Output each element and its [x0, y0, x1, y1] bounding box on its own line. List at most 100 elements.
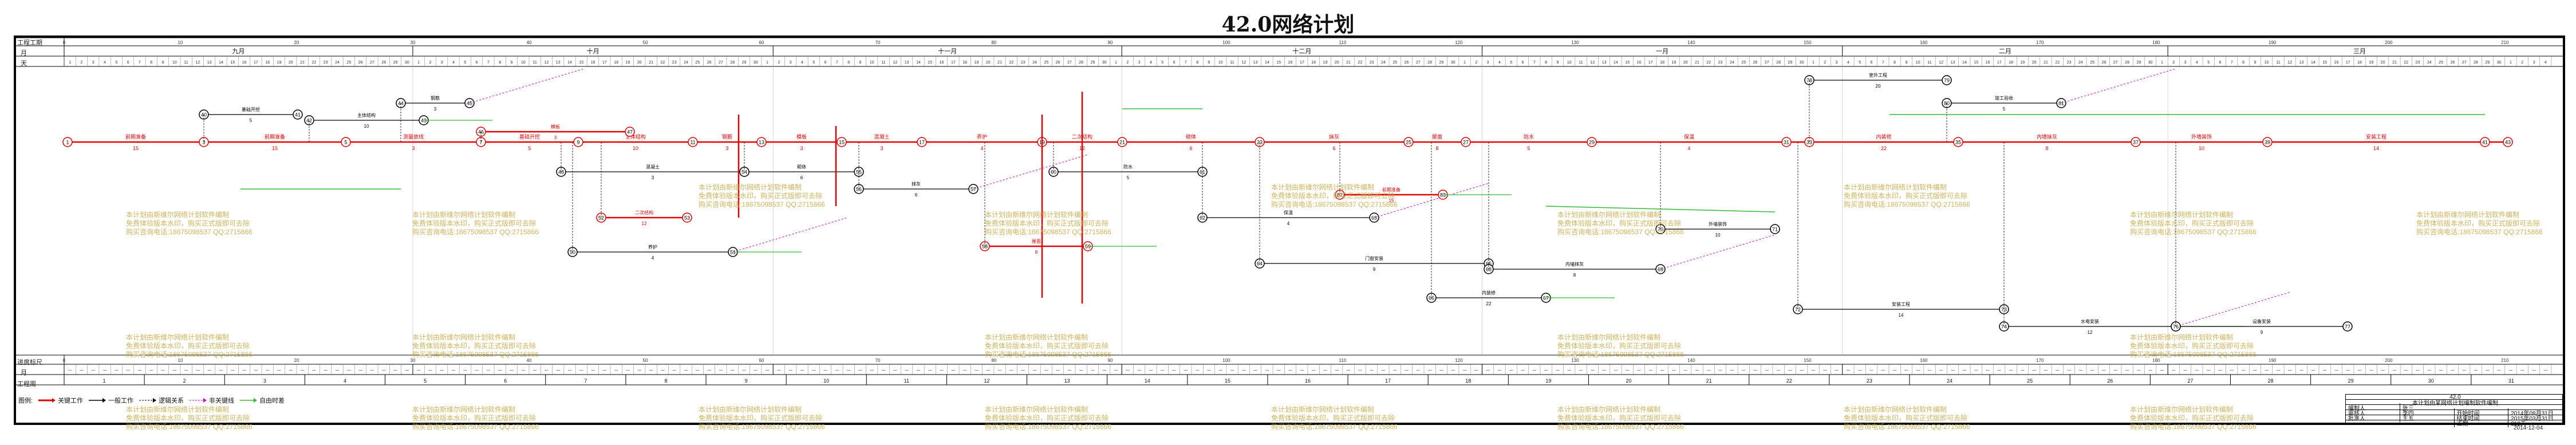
activity-label: 混凝土: [874, 133, 889, 140]
day-label: 一: [1835, 369, 1839, 373]
day-label: 6: [825, 61, 827, 65]
day-label: 一: [115, 369, 119, 373]
node-number: 33: [1806, 140, 1812, 145]
duration-tick: 120: [1455, 40, 1463, 45]
activity-label: 基础开挖: [519, 133, 540, 140]
day-label: 一: [336, 369, 340, 373]
day-label: 一: [417, 369, 421, 373]
day-label: 一: [1161, 369, 1165, 373]
day-label: 一: [1881, 369, 1885, 373]
header-duration-label: 工程工期: [17, 40, 42, 46]
node-number: 60: [1051, 170, 1056, 175]
node-number: 45: [467, 101, 472, 107]
watermark-line: 本计划由斯维尔网络计划软件编制: [985, 405, 1088, 414]
day-label: 一: [510, 369, 514, 373]
day-label: 2: [2521, 61, 2523, 65]
event-node: [1461, 137, 1471, 147]
activity-duration: 8: [1035, 250, 1038, 255]
day-label: 一: [68, 369, 72, 373]
event-node: [2503, 137, 2513, 147]
day-label: 5: [464, 61, 466, 65]
day-label: 一: [2160, 369, 2164, 373]
day-label: 一: [637, 369, 641, 373]
day-label: 14: [1614, 61, 1618, 65]
day-label: 一: [2172, 369, 2176, 373]
day-label: 1: [1812, 61, 1814, 65]
activity-duration: 8: [1573, 273, 1576, 278]
day-label: 21: [300, 61, 305, 65]
activity-duration: 6: [915, 192, 918, 198]
title-block-code: 42.0: [2449, 393, 2461, 400]
day-label: 9: [859, 61, 862, 65]
day-label: 一: [242, 369, 246, 373]
day-label: 一: [324, 369, 328, 373]
watermark-line: 购买咨询电话:18675098537 QQ:2715866: [985, 351, 1111, 359]
day-label: 21: [2392, 61, 2397, 65]
node-number: 7: [479, 140, 482, 145]
page-title: 42.0网络计划: [1221, 13, 1355, 37]
activity-label: 二次结构: [635, 210, 653, 215]
day-label: 一: [963, 369, 967, 373]
day-label: 30: [1800, 61, 1804, 65]
day-label: 一: [1439, 369, 1443, 373]
day-label: 25: [1741, 61, 1746, 65]
day-label: 3: [2533, 61, 2535, 65]
duration-tick: 0: [63, 358, 66, 363]
day-label: 一: [1277, 369, 1281, 373]
day-label: 一: [1497, 369, 1501, 373]
watermark-line: 本计划由斯维尔网络计划软件编制: [412, 211, 516, 219]
day-label: 1: [2510, 61, 2512, 65]
day-label: 一: [1474, 369, 1478, 373]
day-label: 一: [1370, 369, 1374, 373]
day-label: 29: [2485, 61, 2490, 65]
day-label: 一: [1521, 369, 1525, 373]
node-number: 74: [2001, 324, 2007, 330]
day-label: 19: [1672, 61, 1676, 65]
duration-tick: 60: [759, 40, 764, 45]
day-label: 一: [405, 369, 409, 373]
day-label: 7: [2231, 61, 2233, 65]
node-number: 15: [839, 140, 845, 145]
day-label: 一: [2334, 369, 2338, 373]
day-label: 10: [2265, 61, 2269, 65]
day-label: 一: [533, 369, 537, 373]
day-label: 28: [2125, 61, 2129, 65]
day-label: 一: [1812, 369, 1816, 373]
week-label: 24: [1947, 378, 1952, 384]
day-label: 一: [579, 369, 583, 373]
day-label: 一: [2288, 369, 2292, 373]
day-label: 一: [1300, 369, 1304, 373]
activity-duration: 22: [1881, 145, 1887, 151]
week-label: 1: [103, 378, 106, 384]
day-label: 16: [591, 61, 595, 65]
day-label: 一: [1626, 369, 1630, 373]
activity-label: 设备安装: [2252, 318, 2271, 324]
day-label: 一: [1102, 369, 1106, 373]
day-label: 一: [940, 369, 944, 373]
day-label: 一: [463, 369, 467, 373]
day-label: 8: [1545, 61, 1547, 65]
event-node: [1781, 137, 1792, 147]
day-label: 11: [532, 61, 536, 65]
day-label: 一: [2125, 369, 2129, 373]
node-number: 41: [295, 112, 301, 118]
activity-duration: 5: [1527, 145, 1530, 151]
day-label: 一: [858, 369, 862, 373]
day-label: 一: [231, 369, 235, 373]
day-label: 3: [1487, 61, 1489, 65]
event-node: [1953, 137, 1963, 147]
day-label: 一: [812, 369, 816, 373]
event-node: [1403, 137, 1414, 147]
watermark-line: 免费体验版本水印，购买正式版即可去除: [1844, 192, 1968, 200]
day-label: 一: [998, 369, 1002, 373]
day-label: 一: [1381, 369, 1385, 373]
day-label: 24: [684, 61, 688, 65]
day-label: 11: [881, 61, 885, 65]
watermark: 本计划由斯维尔网络计划软件编制免费体验版本水印，购买正式版即可去除购买咨询电话:…: [985, 211, 1111, 237]
day-label: 14: [1265, 61, 1269, 65]
duration-tick: 180: [2152, 358, 2160, 363]
day-label: 一: [1149, 369, 1153, 373]
virtual-link: [1660, 234, 1776, 270]
day-label: 一: [1242, 369, 1246, 373]
node-number: 25: [1406, 140, 1411, 145]
